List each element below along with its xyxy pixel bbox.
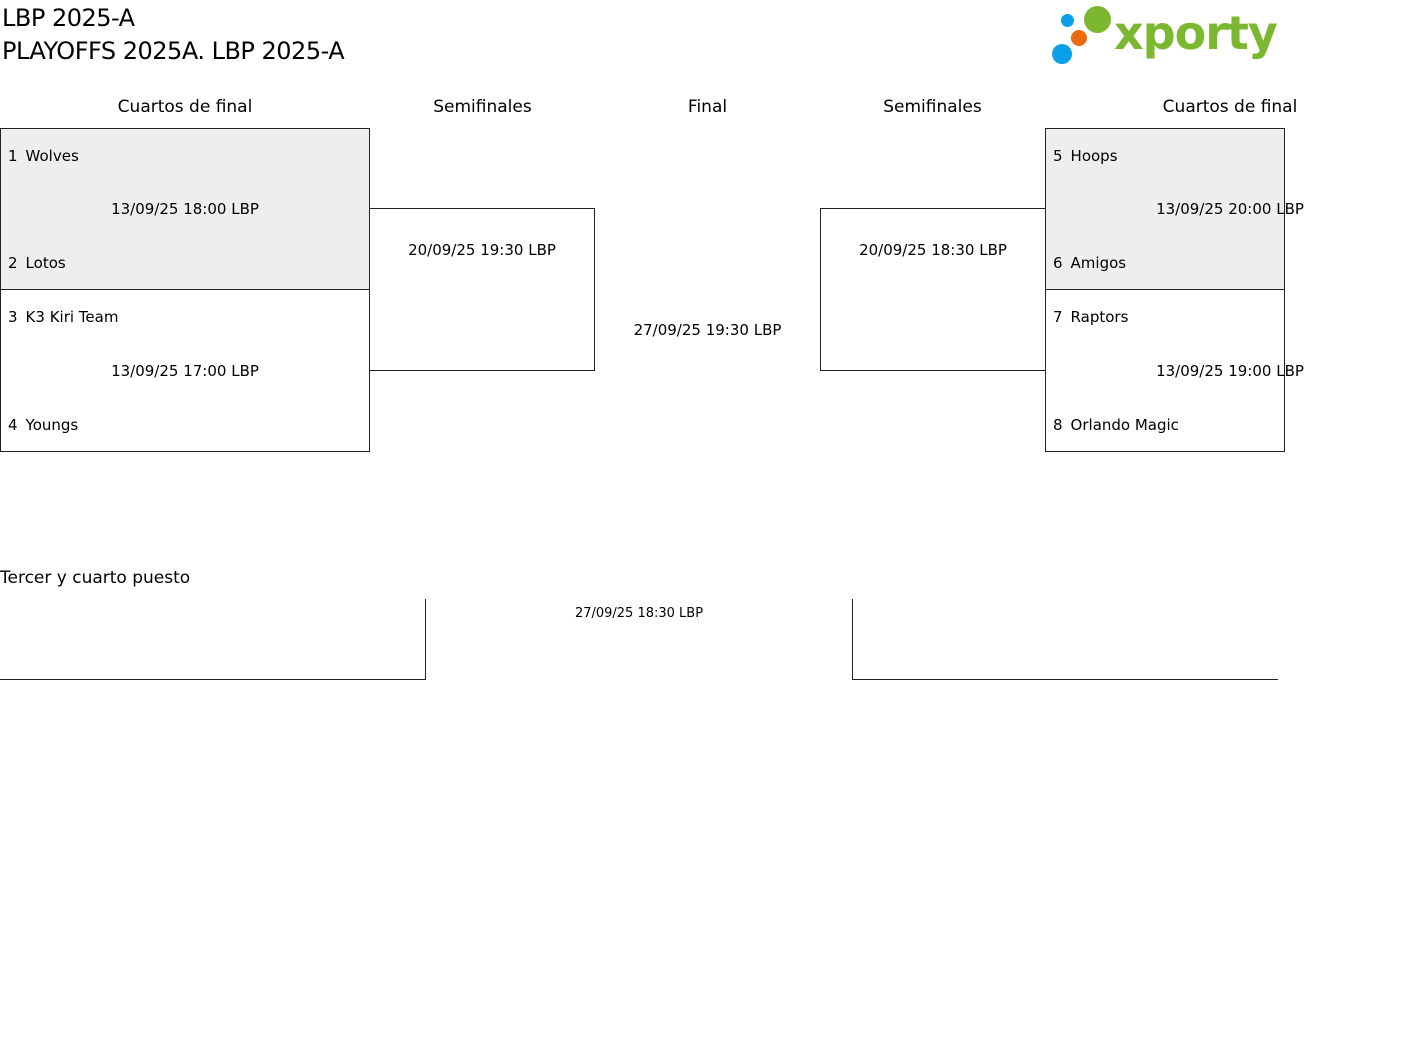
team-name: K3 Kiri Team bbox=[25, 308, 119, 326]
third-place-left-side-line bbox=[425, 599, 426, 680]
logo-dot-green-icon bbox=[1084, 6, 1111, 33]
right-quarterfinal-1[interactable]: 5 Hoops 13/09/25 20:00 LBP 6 Amigos bbox=[1045, 128, 1304, 290]
team-name: Wolves bbox=[25, 147, 79, 165]
xporty-logo[interactable]: xporty bbox=[1050, 4, 1278, 68]
match-datetime: 20/09/25 18:30 LBP bbox=[859, 241, 1007, 259]
logo-dot-orange-icon bbox=[1071, 30, 1087, 46]
match-datetime: 20/09/25 19:30 LBP bbox=[408, 241, 556, 259]
round-header-right-quarters: Cuartos de final bbox=[1162, 97, 1298, 117]
team-seed: 5 bbox=[1053, 147, 1063, 165]
match-datetime: 13/09/25 20:00 LBP bbox=[1156, 200, 1304, 218]
third-place-left-bottom-line bbox=[0, 679, 426, 680]
team-row[interactable]: 8 Orlando Magic bbox=[1053, 416, 1179, 434]
team-name: Lotos bbox=[25, 254, 66, 272]
team-seed: 6 bbox=[1053, 254, 1063, 272]
match-datetime: 27/09/25 19:30 LBP bbox=[633, 321, 782, 339]
logo-dot-blue-large-icon bbox=[1052, 44, 1072, 64]
team-seed: 1 bbox=[8, 147, 18, 165]
logo-dot-blue-small-icon bbox=[1061, 14, 1074, 27]
right-quarterfinal-2[interactable]: 7 Raptors 13/09/25 19:00 LBP 8 Orlando Mag… bbox=[1045, 289, 1304, 452]
team-row[interactable]: 6 Amigos bbox=[1053, 254, 1126, 272]
match-datetime: 13/09/25 19:00 LBP bbox=[1156, 362, 1304, 380]
team-seed: 7 bbox=[1053, 308, 1063, 326]
third-place-title: Tercer y cuarto puesto bbox=[0, 568, 191, 588]
match-datetime: 13/09/25 17:00 LBP bbox=[111, 362, 259, 380]
team-row[interactable]: 7 Raptors bbox=[1053, 308, 1128, 326]
team-row[interactable]: 1 Wolves bbox=[8, 147, 79, 165]
left-semifinal[interactable]: 20/09/25 19:30 LBP bbox=[369, 208, 595, 371]
round-header-left-semis: Semifinales bbox=[433, 97, 532, 117]
team-row[interactable]: 3 K3 Kiri Team bbox=[8, 308, 118, 326]
team-name: Amigos bbox=[1070, 254, 1127, 272]
third-place-right-bottom-line bbox=[852, 679, 1278, 680]
right-semifinal[interactable]: 20/09/25 18:30 LBP bbox=[820, 208, 1046, 371]
round-header-left-quarters: Cuartos de final bbox=[117, 97, 253, 117]
team-name: Hoops bbox=[1070, 147, 1118, 165]
left-quarterfinal-2[interactable]: 3 K3 Kiri Team 13/09/25 17:00 LBP 4 Youngs bbox=[0, 289, 370, 452]
round-header-right-semis: Semifinales bbox=[883, 97, 982, 117]
team-seed: 2 bbox=[8, 254, 18, 272]
page-subtitle: PLAYOFFS 2025A. LBP 2025-A bbox=[2, 37, 345, 65]
team-name: Orlando Magic bbox=[1070, 416, 1179, 434]
team-row[interactable]: 2 Lotos bbox=[8, 254, 66, 272]
round-header-final: Final bbox=[687, 97, 728, 117]
final-match[interactable]: 27/09/25 19:30 LBP bbox=[595, 208, 820, 371]
logo-wordmark: xporty bbox=[1114, 6, 1278, 60]
team-seed: 3 bbox=[8, 308, 18, 326]
team-seed: 8 bbox=[1053, 416, 1063, 434]
page-title: LBP 2025-A bbox=[2, 4, 135, 32]
team-row[interactable]: 4 Youngs bbox=[8, 416, 78, 434]
left-quarterfinal-1[interactable]: 1 Wolves 13/09/25 18:00 LBP 2 Lotos bbox=[0, 128, 370, 290]
third-place-right-side-line bbox=[852, 599, 853, 680]
match-datetime: 13/09/25 18:00 LBP bbox=[111, 200, 259, 218]
match-datetime: 27/09/25 18:30 LBP bbox=[574, 606, 704, 621]
third-place-match[interactable]: 27/09/25 18:30 LBP bbox=[0, 599, 1280, 681]
team-name: Raptors bbox=[1070, 308, 1129, 326]
team-seed: 4 bbox=[8, 416, 18, 434]
team-row[interactable]: 5 Hoops bbox=[1053, 147, 1118, 165]
team-name: Youngs bbox=[25, 416, 79, 434]
